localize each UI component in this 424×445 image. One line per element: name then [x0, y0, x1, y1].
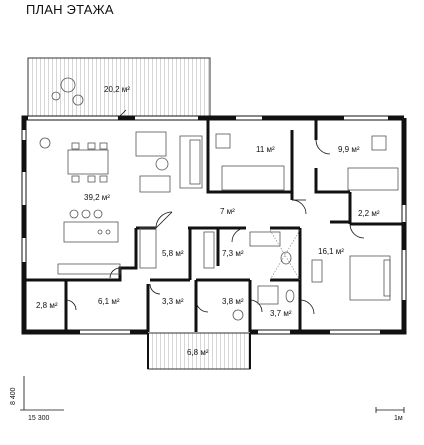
- dimension-height: 8 400: [10, 387, 17, 405]
- area-label-bathroom: 7,3 м²: [222, 249, 244, 258]
- area-label-storage-left: 2,8 м²: [36, 301, 58, 310]
- area-label-terrace-top: 20,2 м²: [104, 85, 130, 94]
- dimension-lines: [20, 376, 405, 413]
- scale-label: 1м: [394, 415, 403, 422]
- area-label-entry: 3,3 м²: [162, 297, 184, 306]
- area-label-boiler: 3,8 м²: [222, 297, 244, 306]
- area-label-bedroom-2: 9,9 м²: [338, 145, 360, 154]
- windows: [22, 116, 406, 334]
- area-label-wc: 3,7 м²: [270, 309, 292, 318]
- area-label-corridor: 5,8 м²: [162, 249, 184, 258]
- area-label-porch: 6,8 м²: [187, 348, 209, 357]
- area-labels: 20,2 м² 39,2 м² 11 м² 9,9 м² 7 м² 2,2 м²…: [36, 85, 380, 357]
- area-label-room-small: 6,1 м²: [98, 297, 120, 306]
- plan-title: ПЛАН ЭТАЖА: [26, 2, 114, 17]
- area-label-hall: 7 м²: [220, 207, 235, 216]
- shower: [269, 229, 301, 281]
- dimension-width: 15 300: [28, 415, 50, 422]
- porch: [147, 332, 251, 370]
- doors: [65, 109, 365, 315]
- area-label-bedroom-1: 11 м²: [256, 145, 275, 154]
- window-frames: [21, 115, 407, 335]
- area-label-closet-right: 2,2 м²: [358, 209, 380, 218]
- area-label-living-kitchen: 39,2 м²: [84, 193, 110, 202]
- furniture: [39, 77, 399, 321]
- terrace-top: [27, 57, 211, 121]
- area-label-bedroom-master: 16,1 м²: [318, 247, 344, 256]
